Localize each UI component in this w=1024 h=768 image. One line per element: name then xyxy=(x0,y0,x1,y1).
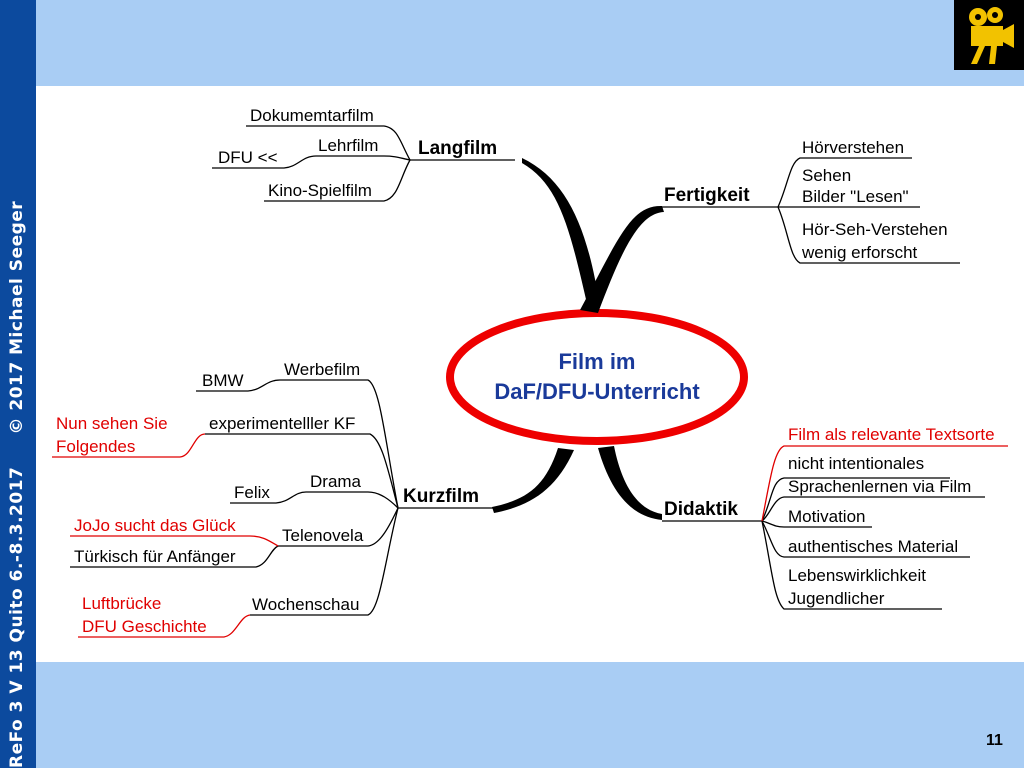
label-kurzfilm: Kurzfilm xyxy=(403,486,479,507)
label-langfilm: Langfilm xyxy=(418,138,497,159)
center-ellipse xyxy=(446,309,748,445)
item-drama: Drama xyxy=(310,472,362,491)
item-wochenschau: Wochenschau xyxy=(252,595,359,614)
item-jugendlicher: Jugendlicher xyxy=(788,589,885,608)
line-hoerverstehen xyxy=(777,157,912,208)
line-drama xyxy=(306,491,399,509)
line-nicht-intentionales xyxy=(761,477,950,522)
item-tuerkisch: Türkisch für Anfänger xyxy=(74,547,236,566)
item-werbefilm: Werbefilm xyxy=(284,360,360,379)
line-nun-sehen xyxy=(52,433,206,458)
center-title-line1: Film im xyxy=(558,349,635,374)
film-camera-icon xyxy=(969,7,1014,64)
line-motivation xyxy=(761,520,872,528)
item-jojo: JoJo sucht das Glück xyxy=(74,516,236,535)
line-dfu xyxy=(212,155,317,169)
footer-band xyxy=(36,662,1024,768)
item-wenig-erforscht: wenig erforscht xyxy=(801,243,918,262)
item-sehen: Sehen xyxy=(802,166,851,185)
item-sprachenlernen: Sprachenlernen via Film xyxy=(788,477,971,496)
line-hoer-seh xyxy=(777,206,960,264)
item-dokumemtarfilm: Dokumemtarfilm xyxy=(250,106,374,125)
item-dfu-geschichte: DFU Geschichte xyxy=(82,617,207,636)
item-textsorte: Film als relevante Textsorte xyxy=(788,425,995,444)
camera-logo xyxy=(954,0,1024,70)
item-folgendes: Folgendes xyxy=(56,437,135,456)
line-tuerkisch xyxy=(70,545,279,568)
line-kino xyxy=(264,159,411,202)
item-authentisch: authentisches Material xyxy=(788,537,958,556)
item-hoer-seh-verstehen: Hör-Seh-Verstehen xyxy=(802,220,948,239)
item-nicht-intentionales: nicht intentionales xyxy=(788,454,924,473)
item-hoerverstehen: Hörverstehen xyxy=(802,138,904,157)
line-textsorte xyxy=(761,445,1008,522)
line-felix xyxy=(230,491,307,504)
item-dfu: DFU << xyxy=(218,148,278,167)
item-nun-sehen-sie: Nun sehen Sie xyxy=(56,414,168,433)
sidebar: ReFo 3 V 13 Quito 6.-8.3.2017 © 2017 Mic… xyxy=(0,0,36,768)
line-telenovela xyxy=(278,507,399,547)
item-lebenswirklichkeit: Lebenswirklichkeit xyxy=(788,566,926,585)
item-lehrfilm: Lehrfilm xyxy=(318,136,378,155)
item-telenovela: Telenovela xyxy=(282,526,364,545)
item-kino-spielfilm: Kino-Spielfilm xyxy=(268,181,372,200)
label-didaktik: Didaktik xyxy=(664,499,738,520)
item-motivation: Motivation xyxy=(788,507,865,526)
line-lebenswirklichkeit xyxy=(761,520,942,610)
line-authentisch xyxy=(761,520,970,558)
line-lehrfilm xyxy=(316,155,411,161)
line-dokumemtarfilm xyxy=(246,125,411,161)
item-bmw: BMW xyxy=(202,371,244,390)
branch-fertigkeit xyxy=(580,205,664,313)
line-luftbruecke xyxy=(78,614,251,638)
line-bmw xyxy=(196,379,281,392)
item-felix: Felix xyxy=(234,483,270,502)
item-bilder-lesen: Bilder "Lesen" xyxy=(802,187,909,206)
branch-didaktik xyxy=(598,446,662,520)
branch-langfilm xyxy=(522,158,600,308)
center-title-line2: DaF/DFU-Unterricht xyxy=(494,379,700,404)
line-werbefilm xyxy=(280,379,399,509)
line-wochenschau xyxy=(250,507,399,616)
line-experimentell xyxy=(205,433,399,509)
branch-kurzfilm xyxy=(492,448,574,513)
label-fertigkeit: Fertigkeit xyxy=(664,185,750,206)
line-sprachenlernen xyxy=(761,496,985,522)
line-jojo xyxy=(70,535,279,547)
page-number: 11 xyxy=(986,732,1003,749)
item-luftbruecke: Luftbrücke xyxy=(82,594,161,613)
item-experimentell: experimentelller KF xyxy=(209,414,355,433)
header-band xyxy=(36,0,1024,86)
